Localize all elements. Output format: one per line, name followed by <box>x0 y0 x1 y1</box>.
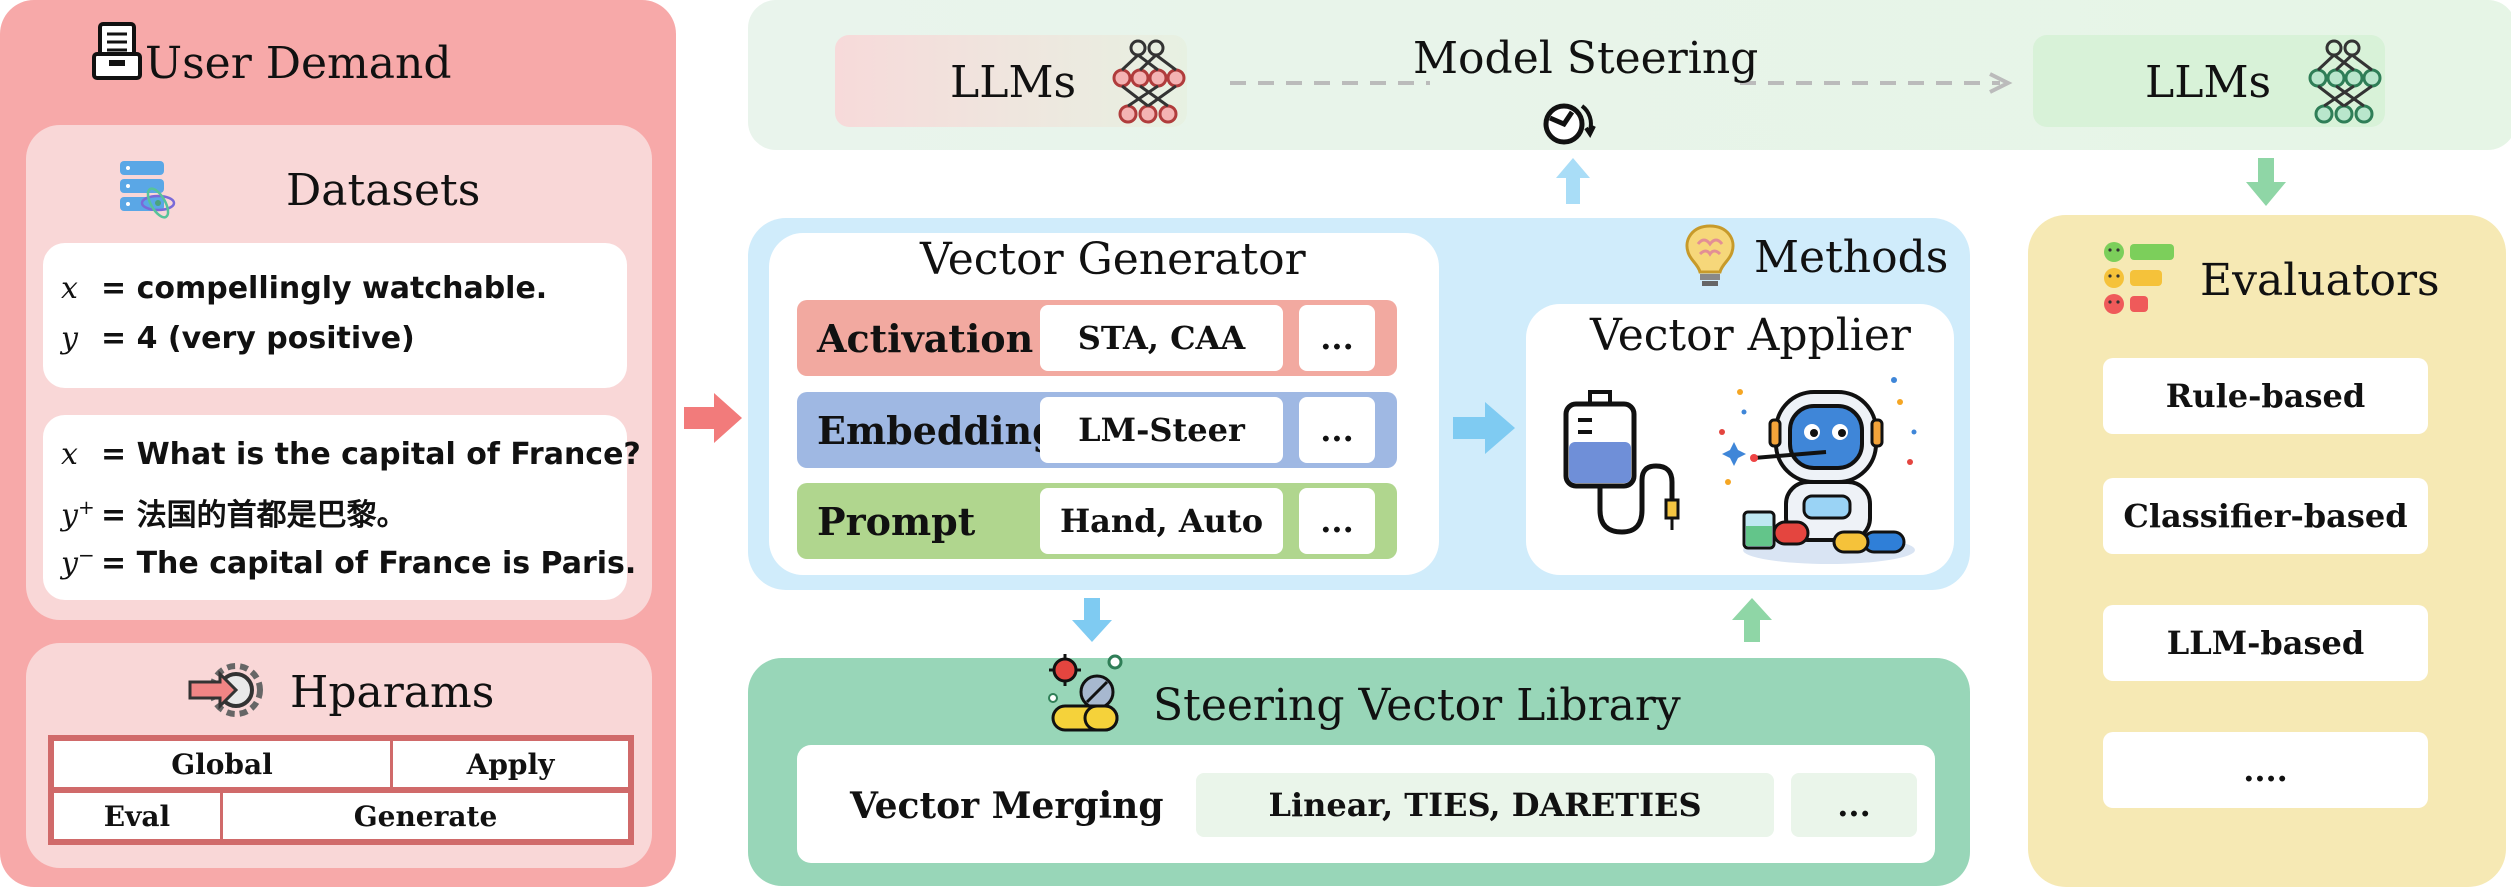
variable-y: y <box>61 321 78 356</box>
example-x-text: = What is the capital of France? <box>101 437 641 472</box>
arrow-up-icon <box>1556 158 1590 204</box>
hparam-cell-eval: Eval <box>51 790 223 842</box>
example-x-text: = compellingly watchable. <box>101 271 548 306</box>
database-icon <box>120 161 176 219</box>
evaluators-title: Evaluators <box>2200 255 2440 306</box>
row-label: Prompt <box>817 499 976 544</box>
hparam-cell-generate: Generate <box>220 790 631 842</box>
example-y-line: y = 4 (very positive) <box>61 321 415 356</box>
datasets-title: Datasets <box>286 165 481 216</box>
gear-arrow-icon <box>188 663 263 717</box>
archive-box-icon <box>92 22 142 80</box>
example-yminus-text: = The capital of France is Paris. <box>101 546 637 581</box>
dashed-arrow-icon <box>1230 72 2013 94</box>
llm-source-label: LLMs <box>950 57 1077 108</box>
row-more: ... <box>1299 488 1375 554</box>
model-steering-title: Model Steering <box>1413 33 1759 84</box>
row-methods: LM-Steer <box>1040 397 1283 463</box>
vector-merging-more: ... <box>1791 773 1917 837</box>
hparams-table: Global Apply Eval Generate <box>48 735 634 845</box>
iv-drip-icon <box>1563 390 1680 535</box>
brain-bulb-icon <box>1685 224 1735 286</box>
arrow-down-icon <box>2246 158 2286 206</box>
emoji-scale-icon <box>2104 242 2174 314</box>
example-x-line: x = What is the capital of France? <box>61 437 641 472</box>
steering-wheel-icon <box>1543 103 1596 145</box>
hparams-title: Hparams <box>290 667 495 718</box>
dataset-example-card: x = compellingly watchable. y = 4 (very po… <box>43 243 627 388</box>
neural-network-icon <box>2308 39 2382 124</box>
evaluator-more: .... <box>2103 732 2428 808</box>
vector-applier-title: Vector Applier <box>1590 310 1911 361</box>
example-yminus-line: y−= The capital of France is Paris. <box>61 543 636 581</box>
row-more: ... <box>1299 305 1375 371</box>
library-title: Steering Vector Library <box>1153 680 1681 731</box>
generator-row-prompt: Prompt Hand, Auto ... <box>797 483 1397 559</box>
row-methods: STA, CAA <box>1040 305 1283 371</box>
hparams-panel: Hparams Global Apply Eval Generate <box>26 643 652 868</box>
arrow-down-icon <box>1072 598 1112 642</box>
generator-row-activation: Activation STA, CAA ... <box>797 300 1397 376</box>
variable-x: x <box>61 271 78 306</box>
user-demand-title: User Demand <box>145 38 452 89</box>
vector-generator-title: Vector Generator <box>920 234 1306 285</box>
arrow-right-icon <box>684 393 742 443</box>
dataset-example-card: x = What is the capital of France? y+= 法国… <box>43 415 641 600</box>
virus-pill-icon <box>1048 654 1123 732</box>
evaluator-llm-based: LLM-based <box>2103 605 2428 681</box>
robot-icon <box>1719 377 1917 564</box>
evaluator-classifier-based: Classifier-based <box>2103 478 2428 554</box>
row-label: Embedding <box>817 408 1059 453</box>
llm-target-label: LLMs <box>2145 57 2272 108</box>
example-x-line: x = compellingly watchable. <box>61 271 547 306</box>
row-label: Activation <box>817 316 1034 361</box>
row-methods: Hand, Auto <box>1040 488 1283 554</box>
variable-y-plus: y+ <box>61 495 95 533</box>
row-more: ... <box>1299 397 1375 463</box>
example-y-text: = 4 (very positive) <box>101 321 415 356</box>
vector-merging-methods: Linear, TIES, DARETIES <box>1196 773 1774 837</box>
datasets-panel: Datasets x = compellingly watchable. y = 4… <box>26 125 652 620</box>
hparam-cell-apply: Apply <box>390 738 631 790</box>
arrow-up-icon <box>1732 598 1772 642</box>
variable-y-minus: y− <box>61 543 95 581</box>
arrow-right-icon <box>1453 402 1515 454</box>
example-yplus-line: y+= 法国的首都是巴黎。 <box>61 490 407 534</box>
methods-title: Methods <box>1754 232 1949 283</box>
variable-x: x <box>61 437 78 472</box>
vector-merging-label: Vector Merging <box>850 785 1164 827</box>
hparam-cell-global: Global <box>51 738 393 790</box>
generator-row-embedding: Embedding LM-Steer ... <box>797 392 1397 468</box>
neural-network-icon <box>1112 39 1186 124</box>
evaluator-rule-based: Rule-based <box>2103 358 2428 434</box>
example-yplus-text: = 法国的首都是巴黎。 <box>101 498 407 533</box>
